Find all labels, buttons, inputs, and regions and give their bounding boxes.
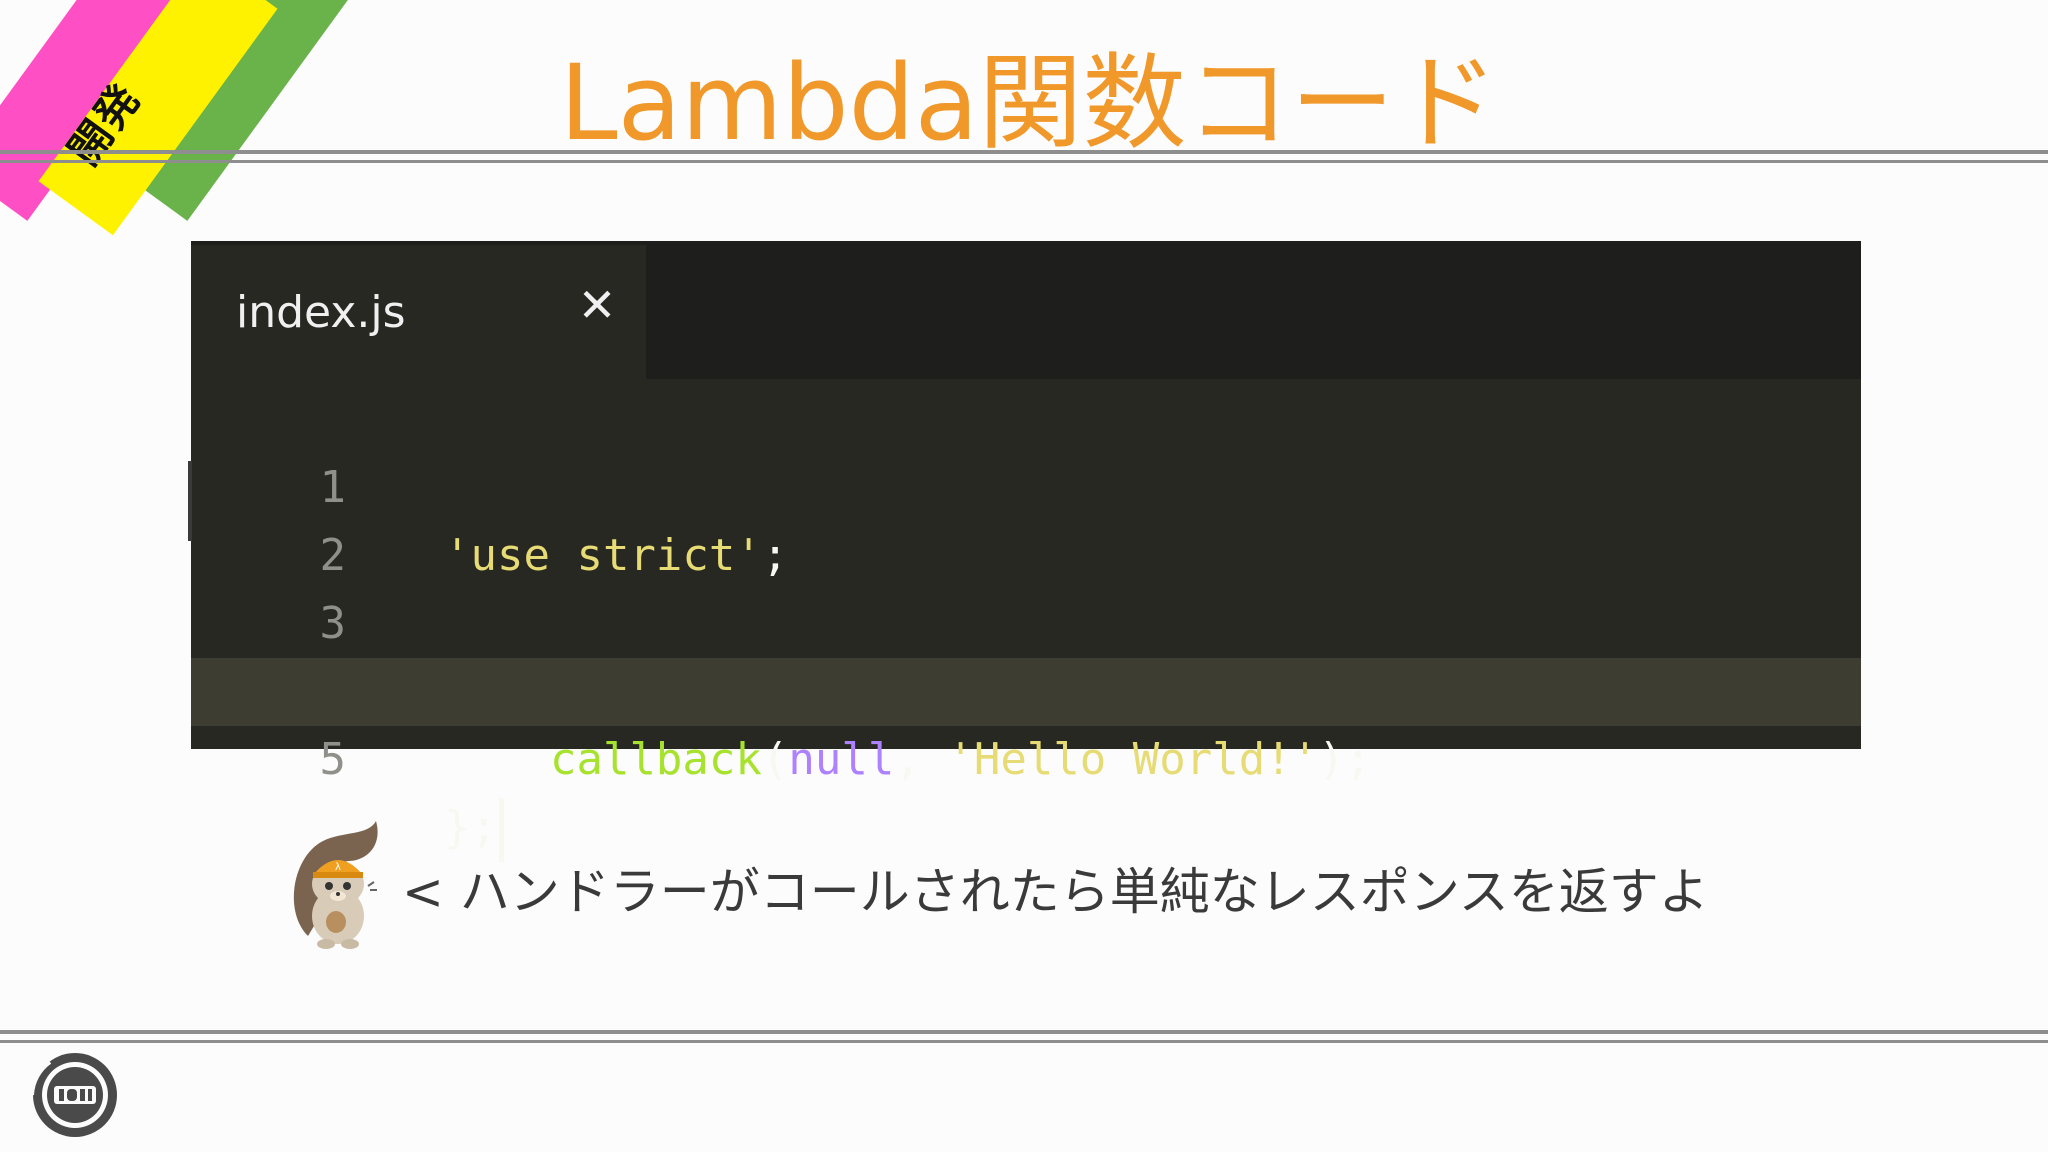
code-editor: index.js ✕ 1 'use strict'; 2 3 exports.h… bbox=[188, 241, 1861, 862]
mascot-caption: < ハンドラーがコールされたら単純なレスポンスを返すよ bbox=[402, 863, 1709, 921]
top-rule-2 bbox=[0, 160, 2048, 163]
code-line: 3 exports.handler = (event, context, cal… bbox=[191, 522, 1861, 717]
line-content: 'use strict'; bbox=[444, 522, 788, 590]
bottom-rule-1 bbox=[0, 1030, 2048, 1034]
tab-index-js[interactable]: index.js ✕ bbox=[191, 245, 646, 379]
code-area[interactable]: 1 'use strict'; 2 3 exports.handler = (e… bbox=[191, 386, 1861, 862]
svg-text:λ: λ bbox=[335, 862, 341, 873]
scroll-marker bbox=[188, 461, 192, 541]
code-line: 1 'use strict'; bbox=[191, 386, 1861, 581]
function-token: callback bbox=[549, 734, 762, 785]
line-number: 1 bbox=[319, 462, 347, 513]
keyword-token: null bbox=[788, 734, 895, 785]
code-line: 2 bbox=[191, 454, 1861, 581]
editor-tab-bar: index.js ✕ bbox=[191, 241, 1861, 379]
line-number: 3 bbox=[319, 598, 347, 649]
string-token: 'use strict' bbox=[444, 530, 762, 581]
line-content: }; bbox=[444, 794, 504, 862]
squirrel-mascot-icon: λ bbox=[293, 821, 378, 949]
circular-logo-icon bbox=[30, 1053, 117, 1137]
top-rule-1 bbox=[0, 150, 2048, 154]
code-line: 4 callback(null, 'Hello World!'); bbox=[191, 590, 1861, 785]
bottom-rule-2 bbox=[0, 1040, 2048, 1043]
string-token: 'Hello World!' bbox=[947, 734, 1319, 785]
line-content: callback(null, 'Hello World!'); bbox=[549, 734, 1372, 785]
slide-title: Lambda関数コード bbox=[559, 42, 1499, 164]
line-number: 5 bbox=[319, 734, 347, 785]
text-cursor bbox=[498, 798, 504, 862]
code-line-current: 5 }; bbox=[191, 658, 1861, 862]
line-number: 2 bbox=[319, 530, 347, 581]
close-icon[interactable]: ✕ bbox=[577, 278, 617, 332]
tab-filename: index.js bbox=[236, 287, 406, 338]
punct-token: ; bbox=[761, 530, 789, 581]
